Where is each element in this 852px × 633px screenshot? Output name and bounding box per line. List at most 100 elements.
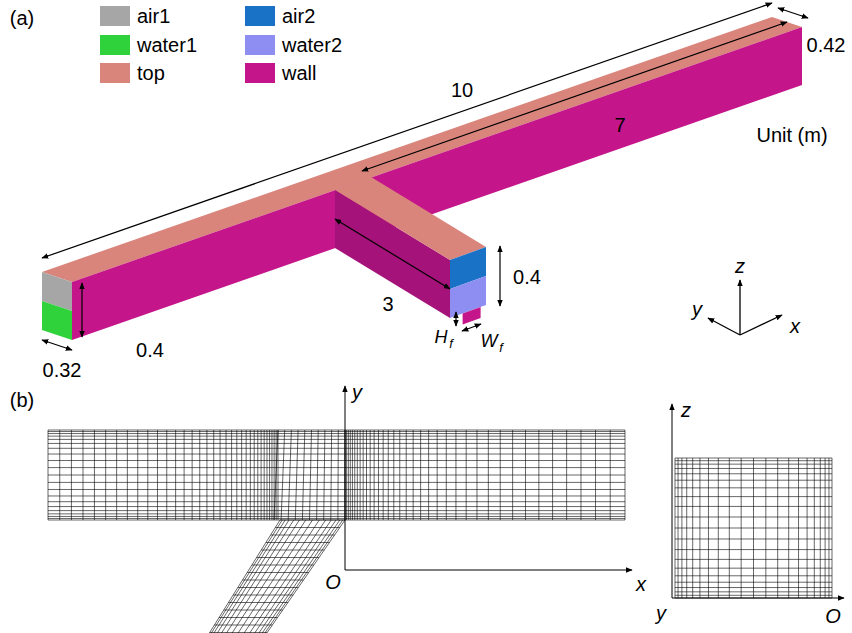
dimension-label: 10: [451, 80, 473, 100]
dimension-label: z: [735, 256, 745, 276]
axis-x: [740, 315, 782, 335]
dim-hf: [455, 312, 456, 326]
dimension-label: (b): [10, 390, 34, 410]
mesh-line: [236, 430, 237, 520]
mesh-line: [250, 430, 251, 520]
mesh-line: [675, 487, 832, 488]
mesh-line: [224, 610, 283, 611]
mesh-line: [675, 468, 832, 469]
mesh-line: [247, 572, 308, 573]
dimension-label: 0.32: [43, 360, 82, 380]
mesh-line: [675, 460, 832, 461]
mesh-line: [310, 430, 312, 520]
dim-7: [362, 22, 787, 171]
mesh-line: [105, 430, 106, 520]
channel-3d: [42, 17, 802, 340]
mesh-line: [48, 482, 625, 483]
legend-text: air1: [137, 6, 170, 26]
mesh-line: [213, 520, 289, 633]
mesh-line: [330, 430, 332, 520]
mesh-line: [352, 430, 353, 520]
axis-z-c: [672, 404, 673, 598]
mesh-line: [48, 506, 625, 507]
dim-wf: [462, 324, 481, 331]
branch-top-face: [335, 177, 486, 260]
axis-y: [708, 318, 740, 335]
mesh: [48, 430, 832, 633]
legend-text: top: [137, 63, 165, 83]
mesh-line: [48, 518, 625, 519]
mesh-line: [466, 430, 467, 520]
mesh-line: [675, 582, 832, 583]
mesh-line: [245, 520, 326, 633]
legend-item: top: [100, 63, 165, 83]
legend-swatch: [245, 6, 275, 26]
mesh-line: [238, 587, 298, 588]
mesh-line: [192, 430, 193, 520]
mesh-line: [48, 495, 625, 496]
mesh-line: [261, 430, 262, 520]
mesh-line: [71, 430, 72, 520]
mesh-line: [137, 430, 138, 520]
mesh-line: [350, 430, 351, 520]
mesh-line: [675, 458, 832, 459]
mesh-line: [675, 587, 832, 588]
mesh-line: [59, 430, 60, 520]
mesh-line: [48, 430, 49, 520]
mesh-line: [525, 430, 526, 520]
mesh-line: [413, 430, 414, 520]
dimension-label: (a): [10, 8, 34, 28]
dimension-label: z: [681, 400, 691, 420]
mesh-line: [370, 430, 371, 520]
mesh-line: [243, 580, 304, 581]
mesh-line: [675, 473, 832, 474]
mesh-line: [357, 430, 358, 520]
mesh-line: [406, 430, 407, 520]
mesh-line: [233, 595, 293, 596]
mesh-line: [388, 430, 389, 520]
dim-042: [778, 8, 808, 18]
dim-04-branch: [499, 246, 500, 306]
dim-032: [42, 340, 72, 350]
legend-item: water2: [245, 35, 342, 55]
mesh-line: [500, 430, 501, 520]
mesh-line: [280, 520, 345, 521]
mesh-line: [254, 520, 336, 633]
dimension-label: y: [656, 603, 666, 623]
mesh-line: [446, 430, 447, 520]
mesh-line: [48, 510, 625, 511]
mesh-line: [210, 632, 267, 633]
dimension-label: 3: [382, 294, 393, 314]
mesh-line: [302, 430, 304, 520]
mesh-line: [48, 460, 625, 461]
mesh-line: [48, 439, 625, 440]
mesh-line: [288, 430, 291, 520]
mesh-line: [48, 433, 625, 434]
axis-y-b: [345, 386, 346, 570]
dimension-label: y: [692, 299, 702, 319]
mesh-line: [675, 517, 832, 518]
dimension-label: H: [435, 328, 448, 346]
mesh-line: [166, 430, 167, 520]
legend-swatch: [100, 63, 130, 83]
mesh-line: [226, 430, 227, 520]
main-top-face: [42, 17, 802, 282]
mesh-line: [675, 591, 832, 592]
mesh-line: [48, 513, 625, 514]
mesh-line: [147, 430, 148, 520]
mesh-line: [437, 430, 438, 520]
mesh-line: [239, 520, 319, 633]
mesh-line: [324, 430, 325, 520]
dimension-label: f: [449, 337, 453, 350]
mesh-line: [157, 430, 158, 520]
mesh-line: [257, 520, 339, 633]
mesh-line: [257, 430, 258, 520]
mesh-line: [271, 430, 272, 520]
mesh-line: [266, 542, 330, 543]
legend-text: water2: [282, 35, 342, 55]
mesh-line: [82, 430, 83, 520]
mesh-line: [262, 520, 345, 633]
mesh-line: [48, 516, 625, 517]
